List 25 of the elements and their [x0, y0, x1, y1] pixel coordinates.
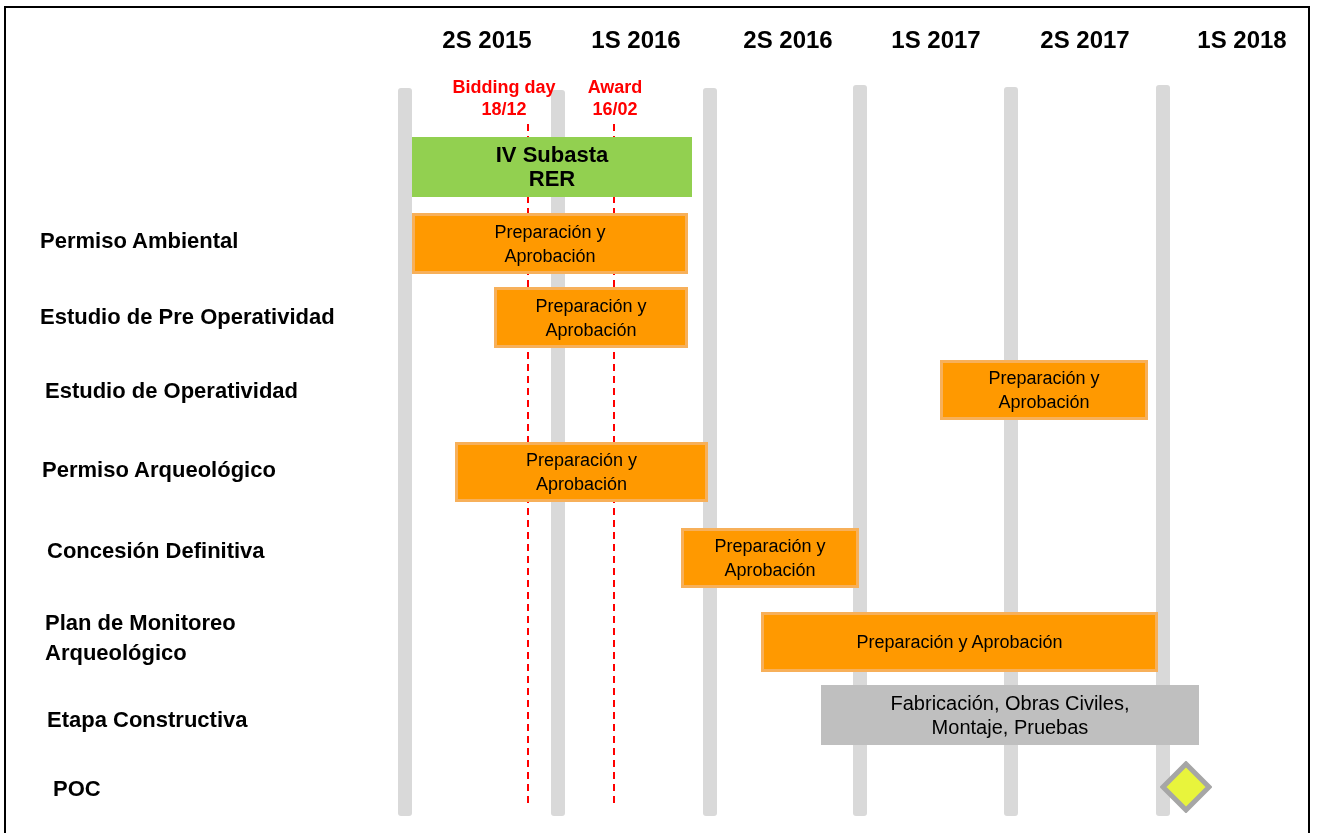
task-bar: IV Subasta RER	[412, 137, 692, 197]
task-bar: Preparación y Aprobación	[940, 360, 1148, 420]
row-label: POC	[53, 775, 102, 803]
task-bar: Preparación y Aprobación	[455, 442, 708, 502]
task-bar: Fabricación, Obras Civiles, Montaje, Pruebas	[821, 685, 1199, 745]
period-header: 1S 2017	[890, 26, 982, 54]
milestone-label: Bidding day 18/12	[451, 76, 557, 120]
row-label: Permiso Ambiental	[40, 227, 240, 255]
period-header: 2S 2015	[441, 26, 533, 54]
row-label: Etapa Constructiva	[47, 706, 249, 734]
milestone-diamond	[1160, 761, 1212, 813]
row-label: Plan de Monitoreo Arqueológico	[45, 609, 237, 667]
period-header: 2S 2016	[742, 26, 834, 54]
period-header: 1S 2016	[590, 26, 682, 54]
row-label: Permiso Arqueológico	[42, 456, 277, 484]
row-label: Estudio de Pre Operatividad	[40, 303, 336, 331]
task-bar: Preparación y Aprobación	[412, 213, 688, 274]
milestone-label: Award 16/02	[586, 76, 644, 120]
task-bar: Preparación y Aprobación	[494, 287, 688, 348]
period-header: 1S 2018	[1196, 26, 1288, 54]
row-label: Estudio de Operatividad	[45, 377, 300, 405]
task-bar: Preparación y Aprobación	[681, 528, 859, 588]
task-bar: Preparación y Aprobación	[761, 612, 1158, 672]
row-label: Concesión Definitiva	[47, 537, 266, 565]
period-header: 2S 2017	[1039, 26, 1131, 54]
